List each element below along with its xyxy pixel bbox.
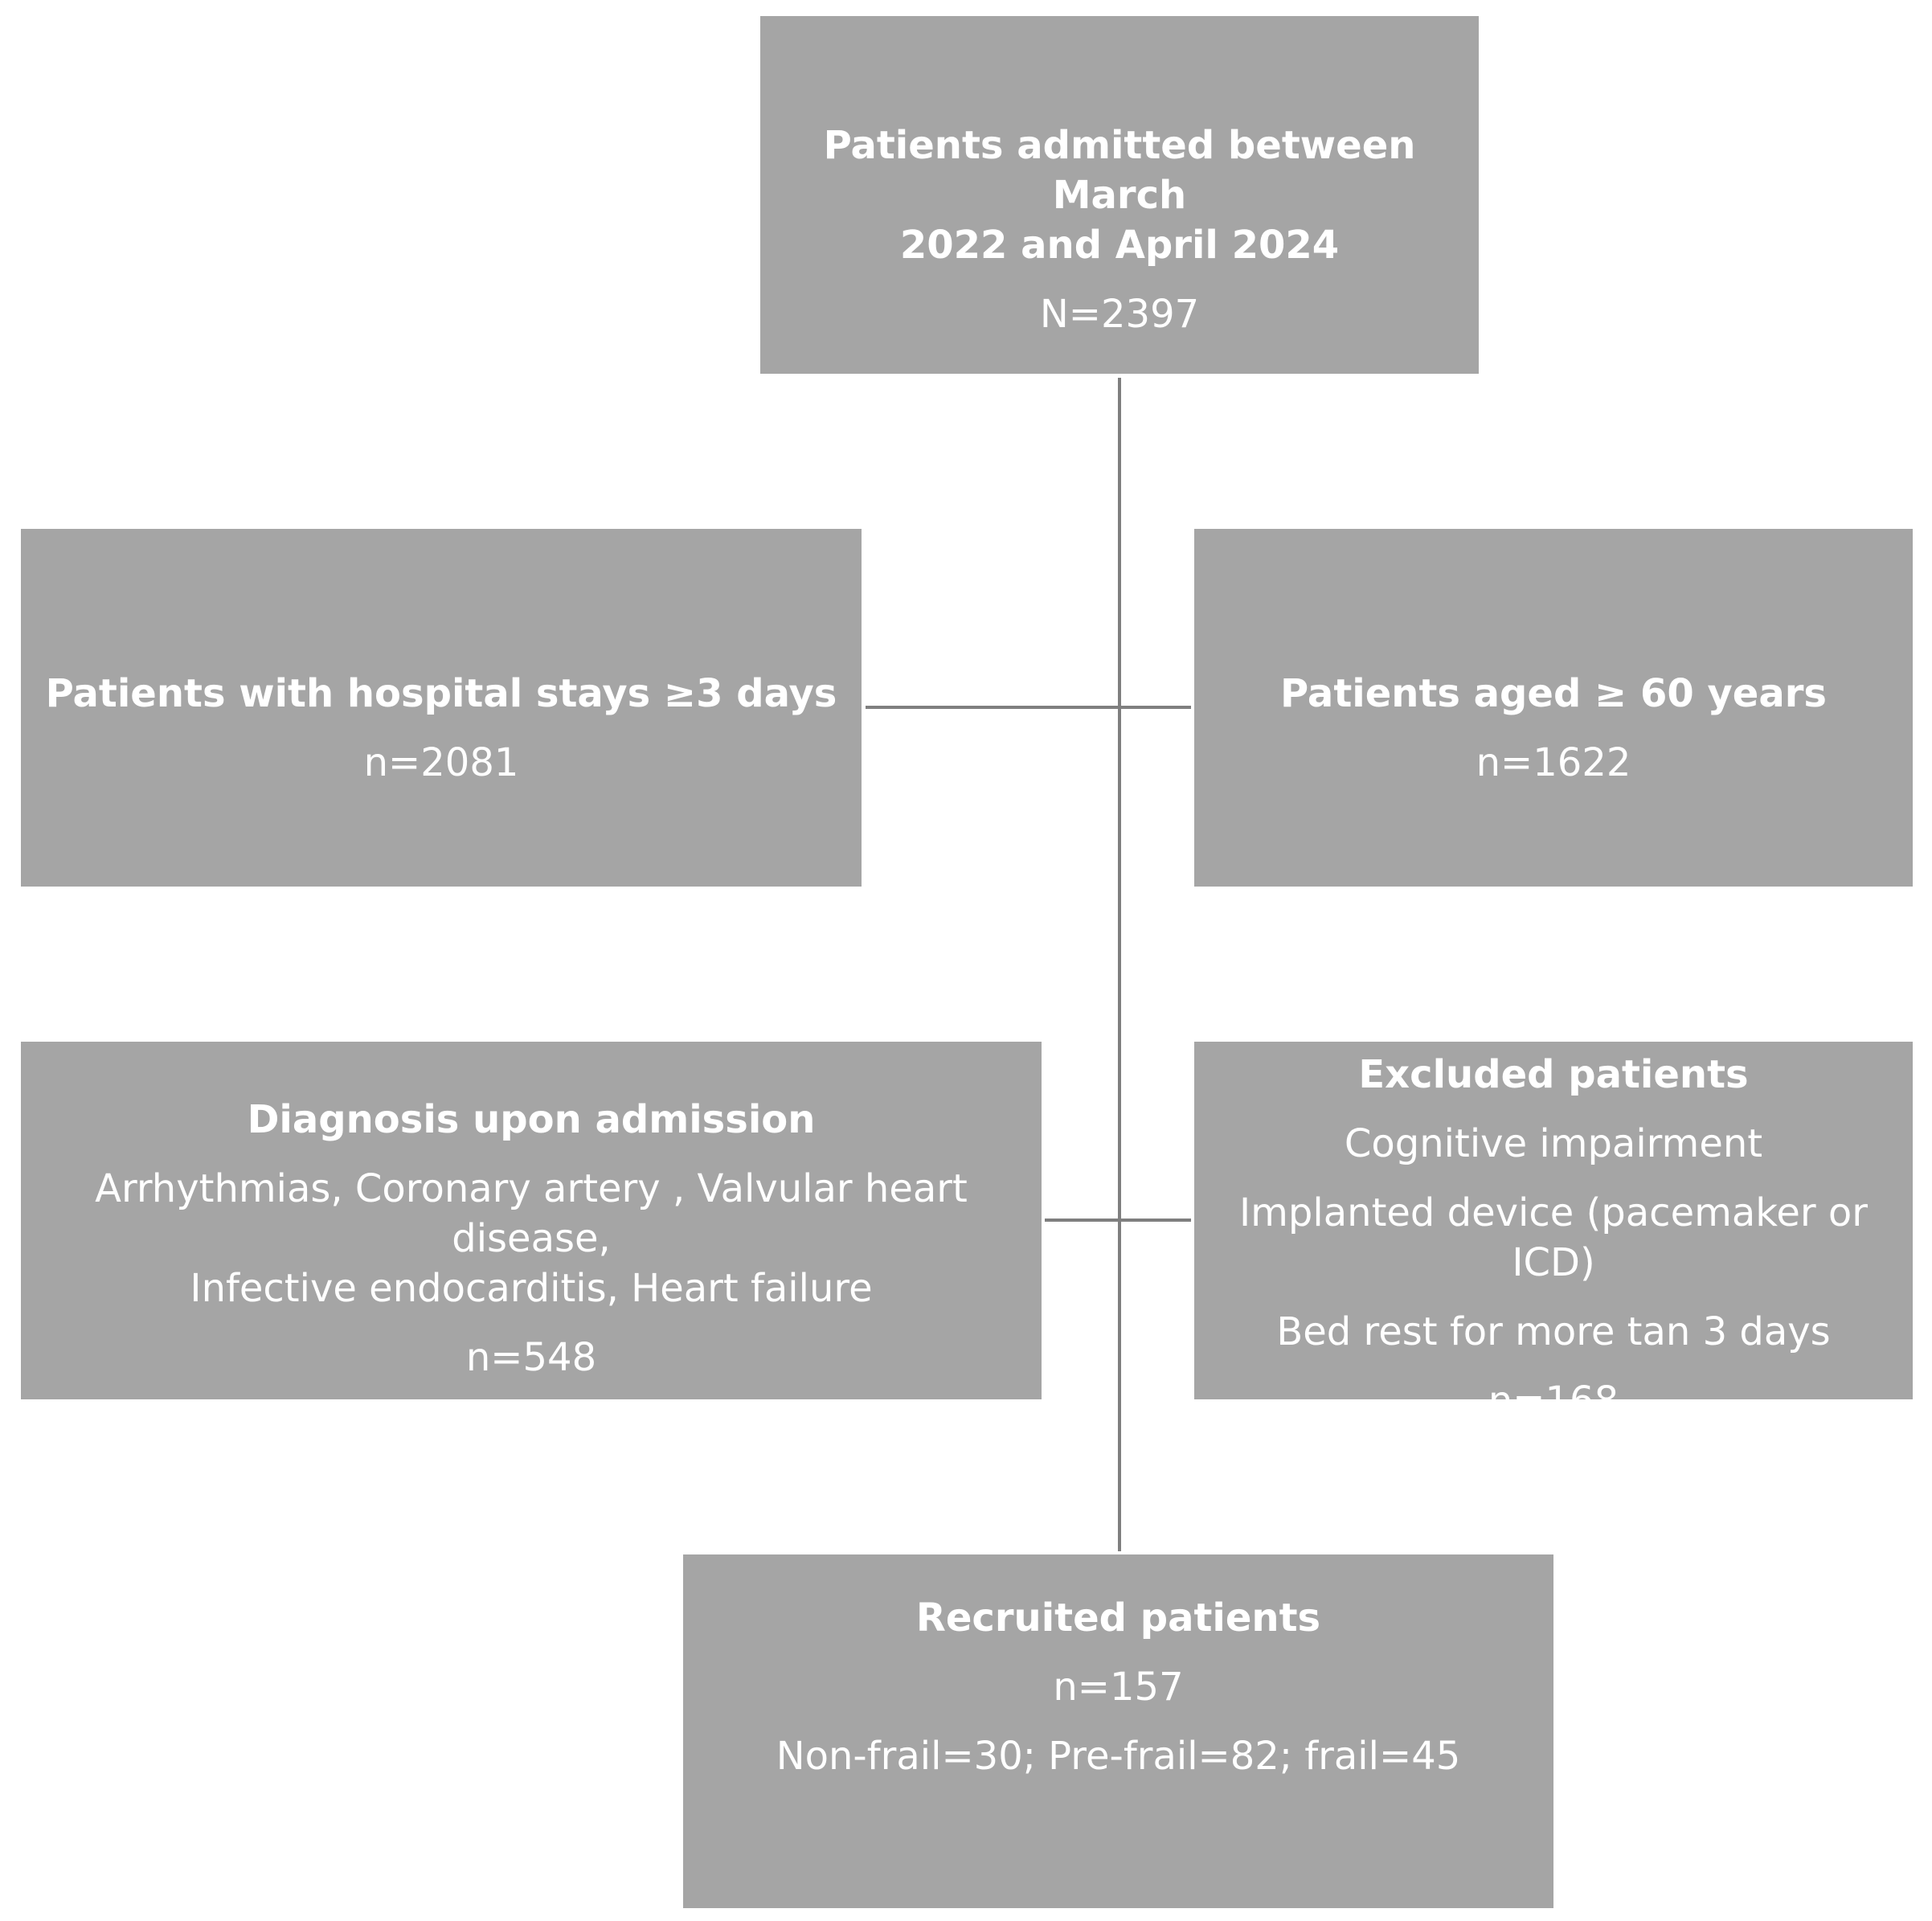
diagnosis-count: n=548 [465,1335,597,1380]
recruited-title: Recruited patients [915,1595,1321,1640]
recruited-breakdown: Non-frail=30; Pre-frail=82; frail=45 [776,1734,1461,1779]
admitted-patients-box: Patients admitted between March 2022 and… [760,16,1479,374]
hospital-stays-box: Patients with hospital stays ≥3 days n=2… [21,529,862,887]
aged-count: n=1622 [1476,740,1631,785]
diagnosis-box: Diagnosis upon admission Arrhythmias, Co… [21,1042,1042,1399]
admitted-title-line-1: Patients admitted between March [823,123,1416,218]
excluded-count: n=168 [1488,1378,1619,1423]
diagnosis-detail-line-2: Infective endocarditis, Heart failure [190,1266,873,1311]
excluded-criterion: Cognitive impairment [1344,1121,1763,1166]
diagnosis-detail-line-1: Arrhythmias, Coronary artery , Valvular … [95,1166,968,1261]
aged-title: Patients aged ≥ 60 years [1280,671,1827,716]
excluded-title: Excluded patients [1358,1052,1749,1097]
diagnosis-title: Diagnosis upon admission [247,1097,816,1142]
excluded-patients-box: Excluded patients Cognitive impairment I… [1194,1042,1913,1423]
stays-title: Patients with hospital stays ≥3 days [45,671,837,716]
excluded-criterion: Implanted device (pacemaker or ICD) [1239,1190,1868,1285]
recruited-count: n=157 [1053,1665,1184,1710]
excluded-criterion: Bed rest for more tan 3 days [1276,1309,1831,1354]
admitted-count: N=2397 [1039,292,1200,337]
aged-patients-box: Patients aged ≥ 60 years n=1622 [1194,529,1913,887]
recruited-patients-box: Recruited patients n=157 Non-frail=30; P… [683,1554,1553,1908]
admitted-title-line-2: 2022 and April 2024 [899,223,1340,268]
stays-count: n=2081 [363,740,519,785]
